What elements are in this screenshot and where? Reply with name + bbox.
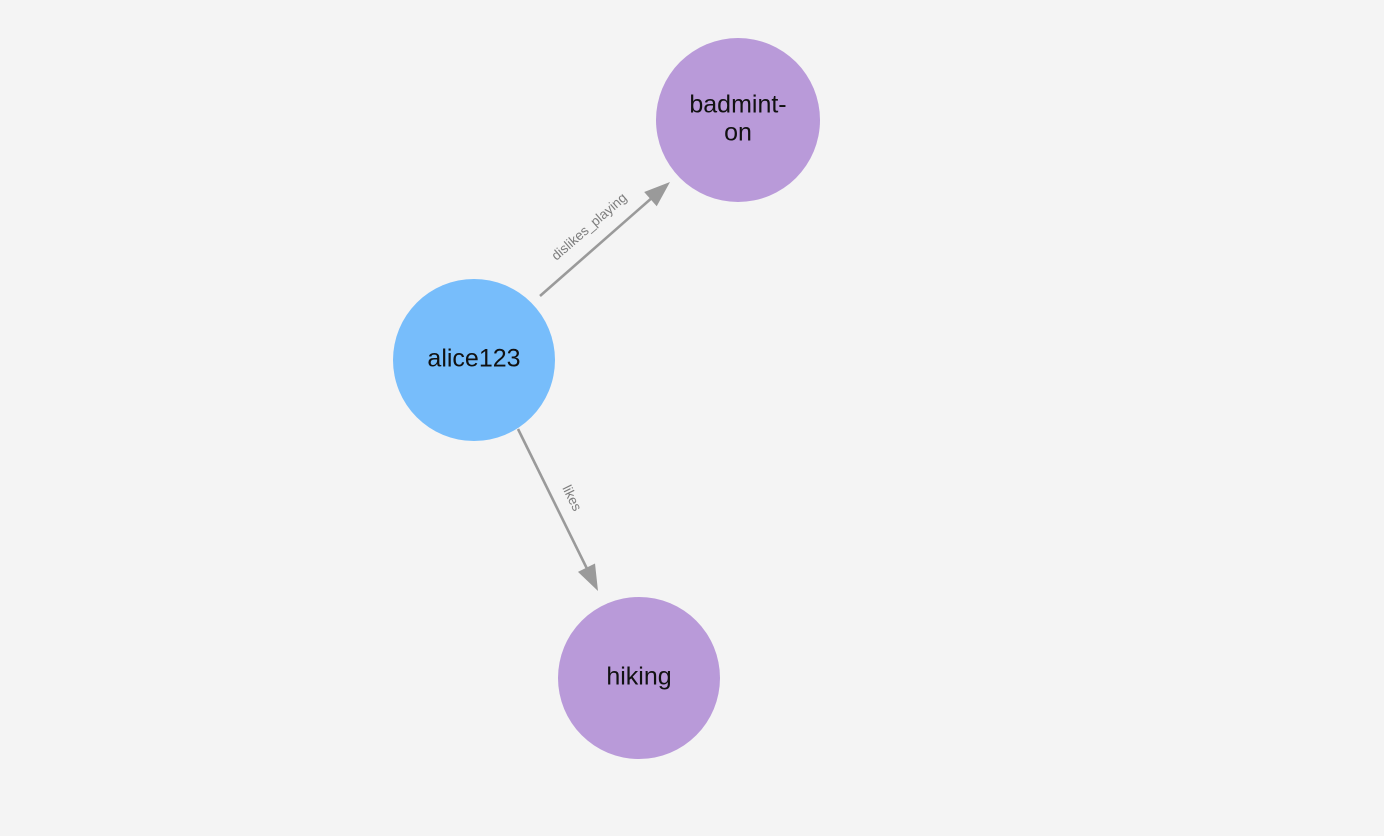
graph-node-hiking[interactable]: hiking bbox=[558, 597, 720, 759]
node-circle[interactable] bbox=[656, 38, 820, 202]
graph-node-alice123[interactable]: alice123 bbox=[393, 279, 555, 441]
edge-line bbox=[539, 194, 656, 297]
node-circle[interactable] bbox=[558, 597, 720, 759]
edge-label: likes bbox=[559, 483, 584, 514]
edge-line bbox=[516, 428, 590, 573]
edge-arrowhead-icon bbox=[577, 563, 598, 591]
graph-edge[interactable]: likes bbox=[516, 428, 598, 591]
edge-arrowhead-icon bbox=[644, 182, 670, 207]
graph-node-badminton[interactable]: badmint-on bbox=[656, 38, 820, 202]
node-circle[interactable] bbox=[393, 279, 555, 441]
graph-edge[interactable]: dislikes_playing bbox=[539, 182, 670, 297]
